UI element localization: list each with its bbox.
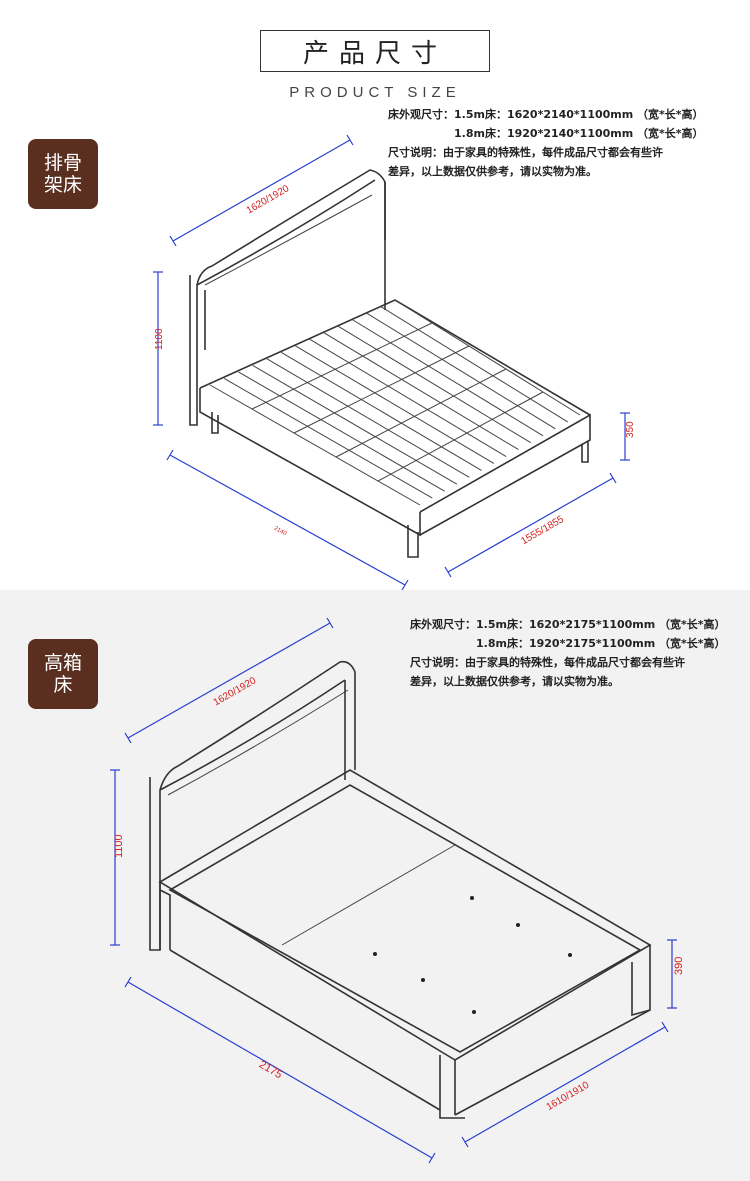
dim-width-label: 1620/1920: [245, 183, 292, 216]
dim-depth-label: 1610/1910: [545, 1080, 592, 1113]
page-title: 产品尺寸: [260, 30, 490, 72]
dim-width-label: 1620/1920: [212, 675, 259, 708]
slat-bed-drawing: 1620/1920 1100 2140 1555/1855 350: [153, 134, 636, 590]
dim-frame-height-label: 390: [673, 957, 685, 975]
badge-storage-bed: 高箱床: [28, 639, 98, 709]
badge-slat-bed: 排骨架床: [28, 139, 98, 209]
dim-height-label: 1100: [113, 834, 125, 858]
page-subtitle: PRODUCT SIZE: [289, 84, 461, 101]
dim-height-label: 1100: [154, 328, 165, 350]
storage-bed-drawing: 1620/1920 1100 2175 1610/1910 390: [110, 617, 685, 1164]
spec-text-slat-bed: 床外观尺寸：1.5m床：1620*2140*1100mm （宽*长*高） 1.8…: [388, 108, 704, 178]
dim-length-label: 2140: [273, 526, 288, 538]
dim-frame-height-label: 350: [625, 421, 636, 438]
dim-depth-label: 1555/1855: [519, 514, 566, 547]
section-storage-bed: 高箱床 床外观尺寸：1.5m床：1620*2175*1100mm （宽*长*高）…: [0, 590, 750, 1181]
dim-length-label: 2175: [257, 1059, 284, 1082]
spec-text-storage-bed: 床外观尺寸：1.5m床：1620*2175*1100mm （宽*长*高） 1.8…: [410, 618, 726, 688]
